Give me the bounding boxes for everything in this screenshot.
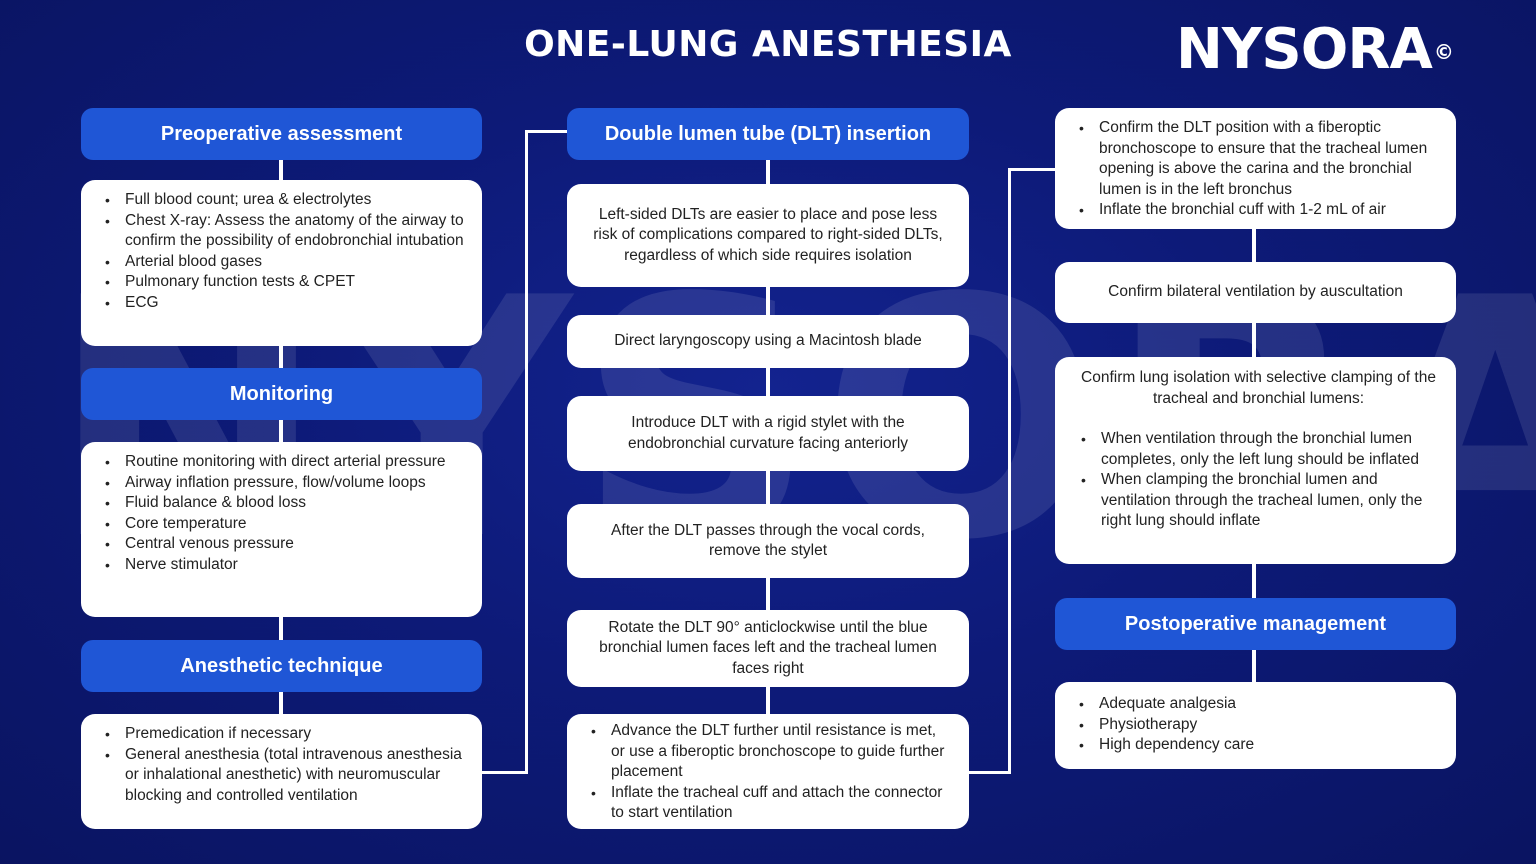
monitoring-item: Central venous pressure [101, 534, 466, 555]
postop-header: Postoperative management [1055, 598, 1456, 650]
dlt-step-3: Introduce DLT with a rigid stylet with t… [567, 396, 969, 471]
connector-left-to-middle-h1 [480, 771, 528, 774]
preop-card: Full blood count; urea & electrolytes Ch… [81, 180, 482, 346]
technique-header: Anesthetic technique [81, 640, 482, 692]
preop-item: Chest X-ray: Assess the anatomy of the a… [101, 211, 466, 252]
dlt-step-4-text: After the DLT passes through the vocal c… [611, 521, 925, 560]
isolation-intro: Confirm lung isolation with selective cl… [1081, 369, 1436, 407]
dlt-step-6-item: Advance the DLT further until resistance… [587, 721, 953, 783]
monitoring-card: Routine monitoring with direct arterial … [81, 442, 482, 617]
monitoring-header: Monitoring [81, 368, 482, 420]
dlt-step-6: Advance the DLT further until resistance… [567, 714, 969, 829]
technique-item: General anesthesia (total intravenous an… [101, 745, 466, 807]
dlt-step-2: Direct laryngoscopy using a Macintosh bl… [567, 315, 969, 368]
postop-item: Adequate analgesia [1075, 694, 1440, 715]
connector-left-to-middle-h2 [525, 130, 570, 133]
monitoring-item: Core temperature [101, 514, 466, 535]
confirm-position-card: Confirm the DLT position with a fiberopt… [1055, 108, 1456, 229]
dlt-step-2-text: Direct laryngoscopy using a Macintosh bl… [614, 332, 922, 350]
technique-item: Premedication if necessary [101, 724, 466, 745]
isolation-item: When clamping the bronchial lumen and ve… [1077, 470, 1440, 532]
monitoring-item: Nerve stimulator [101, 555, 466, 576]
isolation-card: Confirm lung isolation with selective cl… [1055, 357, 1456, 564]
dlt-step-5: Rotate the DLT 90° anticlockwise until t… [567, 610, 969, 687]
postop-item: High dependency care [1075, 735, 1440, 756]
technique-card: Premedication if necessary General anest… [81, 714, 482, 829]
connector-middle-to-right-h2 [1008, 168, 1058, 171]
dlt-step-6-item: Inflate the tracheal cuff and attach the… [587, 783, 953, 824]
preop-header: Preoperative assessment [81, 108, 482, 160]
dlt-step-3-text: Introduce DLT with a rigid stylet with t… [627, 414, 909, 452]
connector-left-to-middle-v [525, 130, 528, 774]
isolation-item: When ventilation through the bronchial l… [1077, 429, 1440, 470]
dlt-step-5-text: Rotate the DLT 90° anticlockwise until t… [599, 618, 937, 677]
monitoring-item: Fluid balance & blood loss [101, 493, 466, 514]
preop-item: ECG [101, 293, 466, 314]
copyright-mark: © [1433, 40, 1454, 64]
preop-item: Full blood count; urea & electrolytes [101, 190, 466, 211]
auscultation-card: Confirm bilateral ventilation by auscult… [1055, 262, 1456, 323]
confirm-position-item: Confirm the DLT position with a fiberopt… [1075, 118, 1440, 200]
dlt-header: Double lumen tube (DLT) insertion [567, 108, 969, 160]
preop-item: Pulmonary function tests & CPET [101, 272, 466, 293]
preop-item: Arterial blood gases [101, 252, 466, 273]
logo-text: NYSORA [1176, 17, 1433, 82]
monitoring-item: Airway inflation pressure, flow/volume l… [101, 473, 466, 494]
monitoring-item: Routine monitoring with direct arterial … [101, 452, 466, 473]
confirm-position-item: Inflate the bronchial cuff with 1-2 mL o… [1075, 200, 1440, 221]
connector-left-column [279, 150, 283, 730]
connector-middle-to-right-h1 [968, 771, 1011, 774]
auscultation-text: Confirm bilateral ventilation by auscult… [1108, 283, 1403, 301]
nysora-logo: NYSORA© [1176, 17, 1454, 82]
connector-middle-to-right-v [1008, 168, 1011, 774]
dlt-step-4: After the DLT passes through the vocal c… [567, 504, 969, 578]
postop-card: Adequate analgesia Physiotherapy High de… [1055, 682, 1456, 769]
dlt-step-1-text: Left-sided DLTs are easier to place and … [593, 205, 943, 264]
dlt-step-1: Left-sided DLTs are easier to place and … [567, 184, 969, 287]
page-title: ONE-LUNG ANESTHESIA [524, 24, 1012, 65]
postop-item: Physiotherapy [1075, 715, 1440, 736]
